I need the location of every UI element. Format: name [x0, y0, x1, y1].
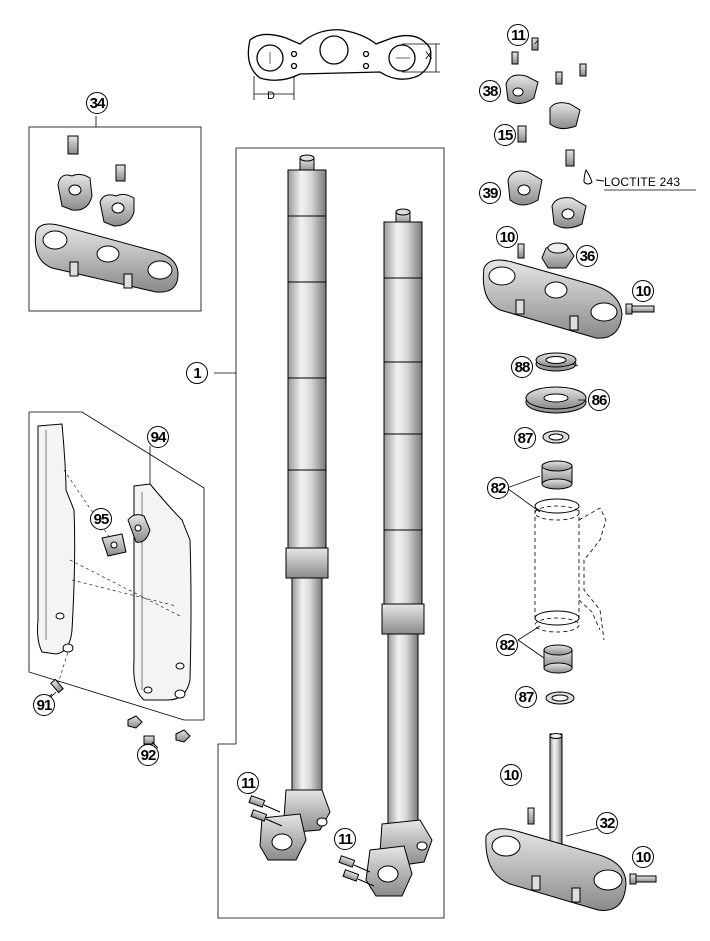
callout-36: 36	[576, 245, 598, 267]
callout-11-right-foot: 11	[334, 828, 356, 850]
callout-10-upper-right: 10	[632, 280, 654, 302]
dimension-x-label: X	[425, 50, 433, 62]
fork-guard-left	[37, 423, 76, 655]
dimension-d-label: D	[267, 90, 275, 102]
part-34-clamp-assembly	[34, 135, 179, 293]
callout-1: 1	[186, 362, 208, 384]
part-11-foot-screws-right	[338, 855, 375, 887]
callout-92: 92	[137, 744, 159, 766]
fork-leg-right	[365, 208, 433, 897]
part-10-top-screw	[517, 243, 525, 259]
callout-15: 15	[494, 124, 516, 146]
callout-38: 38	[479, 80, 501, 102]
part-34-group-frame	[28, 116, 202, 312]
part-11-foot-screws-left	[248, 795, 283, 827]
part-95-guard-clamp	[101, 514, 151, 557]
part-39-handlebar-clamp-lower	[507, 170, 587, 229]
callout-82-upper: 82	[487, 477, 509, 499]
part-86-dust-cover	[525, 386, 587, 414]
part-38-handlebar-clamp-upper	[505, 74, 581, 130]
part-10-stem-screws	[527, 807, 657, 885]
callout-34: 34	[86, 92, 108, 114]
callout-86: 86	[588, 389, 610, 411]
part-92-screws	[127, 715, 191, 749]
top-clamp-reference-sketch	[247, 29, 440, 100]
callout-11-top: 11	[507, 24, 529, 46]
part-82-bearing-upper	[541, 460, 573, 490]
loctite-drop-marker	[583, 168, 696, 191]
callout-88: 88	[511, 356, 533, 378]
callout-94: 94	[147, 426, 169, 448]
callout-39: 39	[479, 182, 501, 204]
callout-95: 95	[90, 508, 112, 530]
steering-head-tube	[534, 498, 607, 641]
part-32-steering-stem	[485, 733, 627, 911]
callout-32: 32	[596, 812, 618, 834]
callout-91: 91	[33, 694, 55, 716]
part-15-screw	[517, 125, 575, 167]
fork-leg-left	[259, 154, 331, 861]
part-1-group-frame	[214, 147, 445, 919]
callout-82-lower: 82	[496, 634, 518, 656]
callout-10-upper-left: 10	[496, 226, 518, 248]
callout-10-lower-right: 10	[632, 846, 654, 868]
loctite-label: LOCTITE 243	[604, 175, 681, 189]
part-10-side-screw-upper	[625, 303, 655, 315]
part-94-group-frame	[28, 411, 205, 721]
callout-87-upper: 87	[514, 427, 536, 449]
fork-guard-right	[133, 483, 192, 701]
part-87-seal-ring-lower	[545, 691, 575, 705]
part-82-bearing-lower	[543, 644, 573, 674]
callout-11-left-foot: 11	[237, 772, 259, 794]
callout-10-lower-left: 10	[500, 764, 522, 786]
part-88-collar-nut	[535, 352, 577, 372]
part-36-nut	[541, 242, 575, 269]
callout-87-lower: 87	[515, 686, 537, 708]
top-triple-clamp	[482, 259, 623, 339]
part-87-seal-ring-upper	[542, 430, 570, 444]
